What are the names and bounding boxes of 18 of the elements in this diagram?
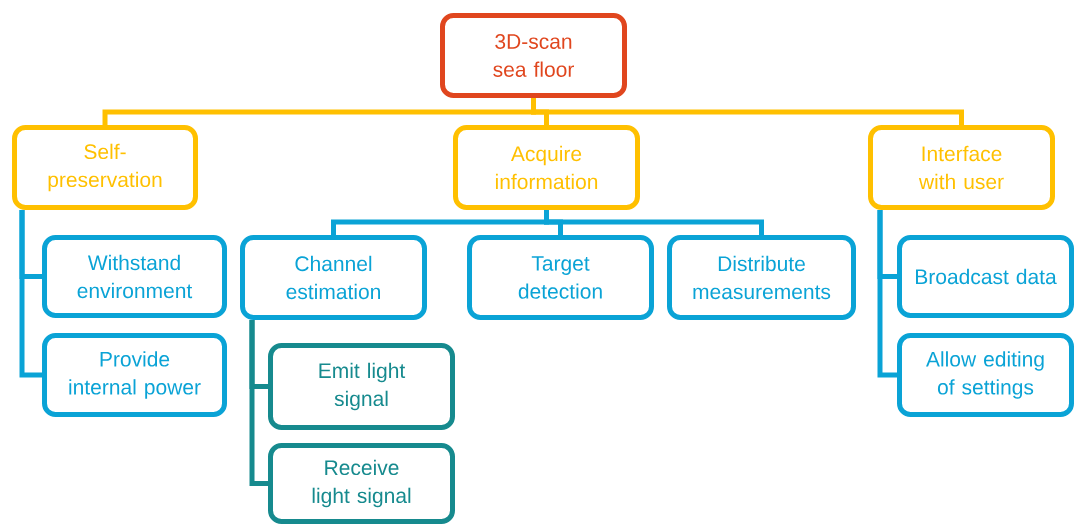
connector	[19, 210, 42, 378]
box: Broadcast data	[897, 235, 1074, 318]
connector	[249, 320, 268, 486]
box: Acquire information	[453, 125, 640, 210]
box: Provide internal power	[42, 333, 227, 417]
box: Allow editing of settings	[897, 333, 1074, 417]
box: Interface with user	[868, 125, 1055, 210]
box: Withstand environment	[42, 235, 227, 318]
box: Distribute measurements	[667, 235, 856, 320]
box: Target detection	[467, 235, 654, 320]
box: Self-preservation	[12, 125, 198, 210]
connector	[531, 98, 964, 125]
box: Receive light signal	[268, 443, 455, 524]
box: 3D-scan sea floor	[440, 13, 627, 98]
box: Channel estimation	[240, 235, 427, 320]
connector	[544, 210, 764, 235]
connector	[877, 210, 897, 378]
box: Emit light signal	[268, 343, 455, 430]
